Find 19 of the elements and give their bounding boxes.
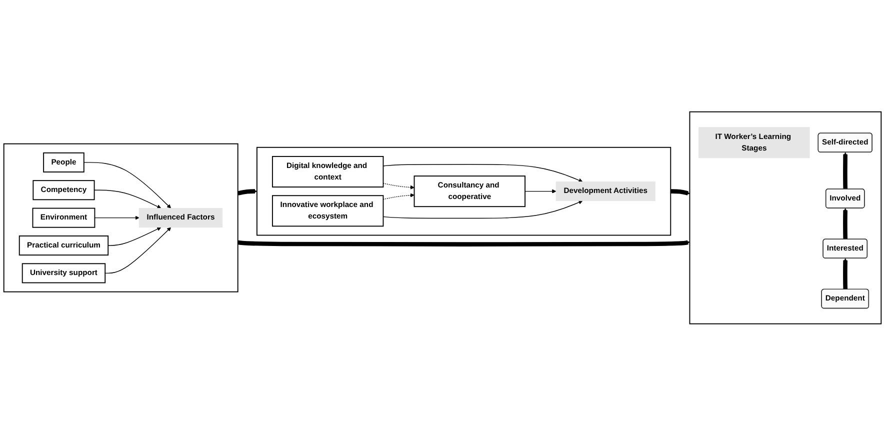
arrow [237, 240, 690, 246]
arrow [237, 188, 258, 196]
arrow [382, 192, 414, 200]
arrow [104, 226, 172, 274]
arrow [94, 215, 140, 220]
arrow [84, 162, 172, 208]
arrow [843, 208, 848, 240]
arrow [382, 164, 583, 182]
arrow [843, 152, 848, 189]
cluster [689, 111, 882, 324]
arrow [108, 226, 162, 246]
arrow [382, 182, 414, 190]
cluster [256, 146, 672, 236]
arrow [94, 189, 162, 208]
arrow [382, 200, 583, 218]
arrow [524, 188, 556, 194]
cluster [3, 143, 238, 292]
arrow [670, 188, 690, 196]
arrow [843, 258, 848, 290]
